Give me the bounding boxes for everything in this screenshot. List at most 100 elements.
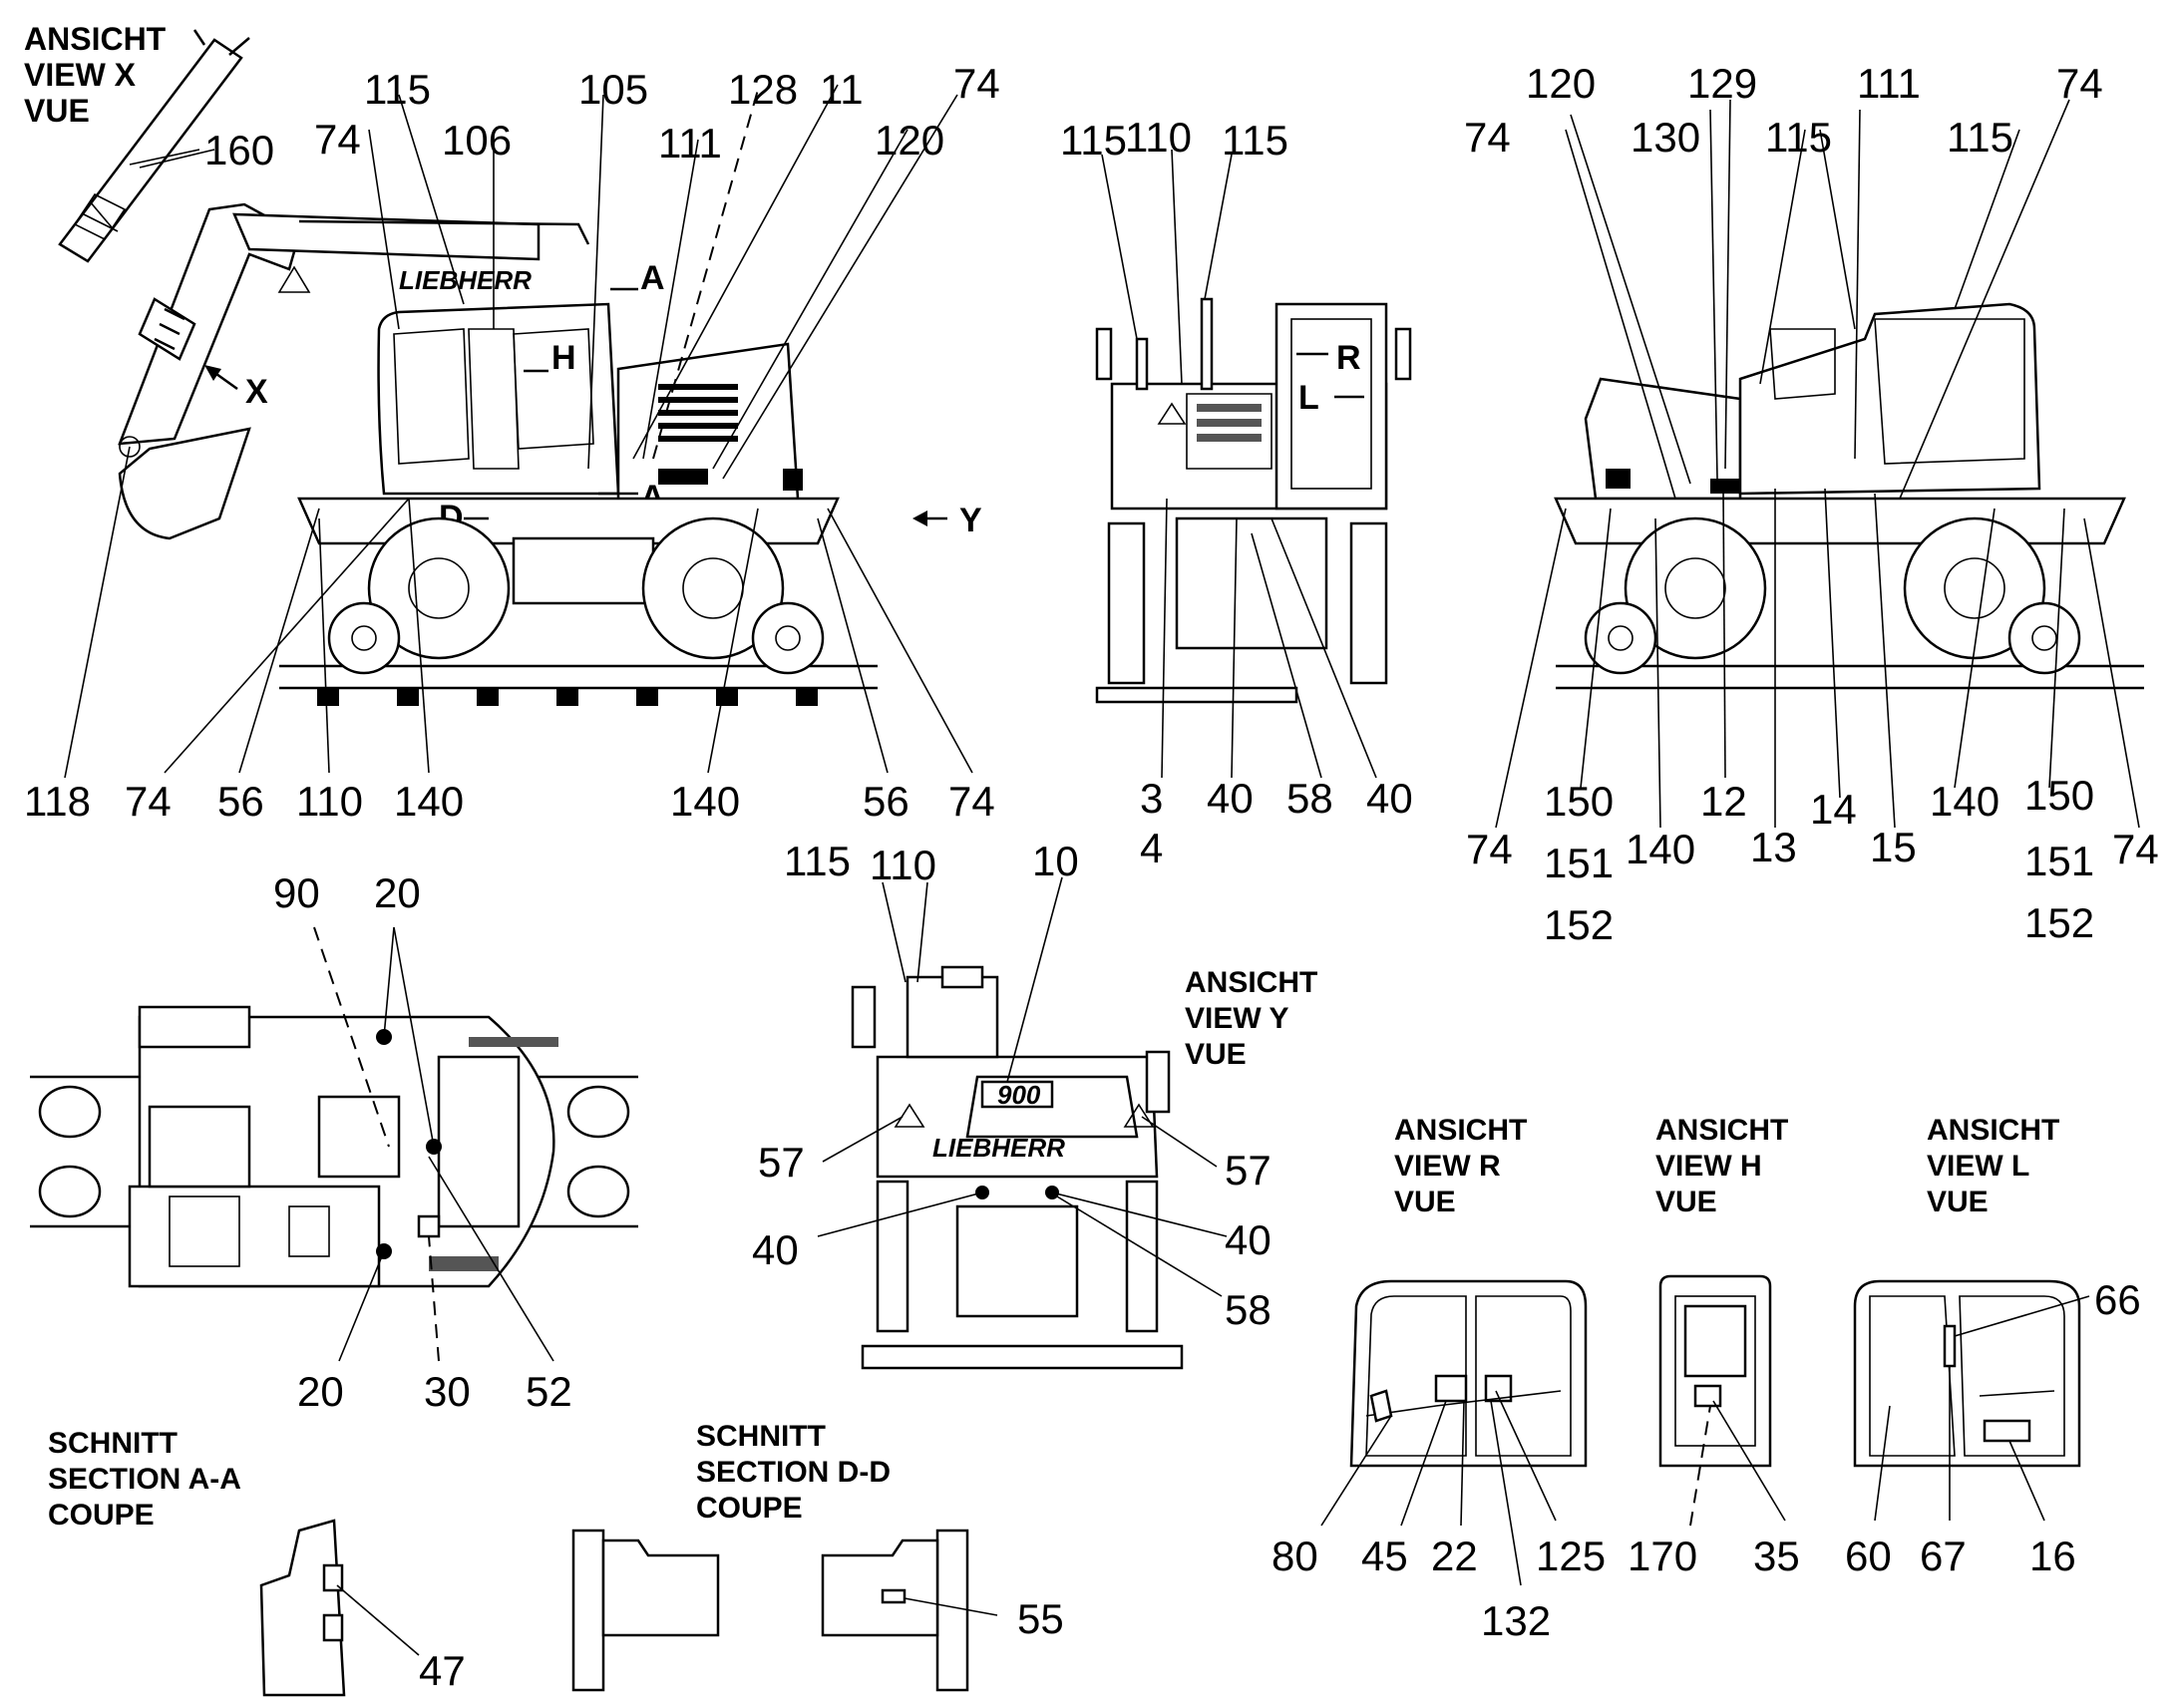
callout-152-left: 152: [1544, 901, 1614, 948]
callout-110-rear: 110: [870, 842, 936, 888]
callout-56-left: 56: [217, 778, 264, 825]
excavator-top: [30, 1005, 638, 1288]
callout-11: 11: [820, 66, 864, 113]
callout-66: 66: [2094, 1276, 2141, 1323]
section-aa-heading-line3: COUPE: [48, 1499, 155, 1532]
view-r-heading: ANSICHT VIEW R VUE: [1394, 1114, 1527, 1218]
view-y-heading-line2: VIEW Y: [1185, 1002, 1288, 1035]
callout-74-top-left: 74: [314, 116, 361, 163]
section-aa-heading: SCHNITT SECTION A-A COUPE: [48, 1427, 241, 1532]
callout-115: 115: [364, 66, 431, 113]
cab-view-r: [1349, 1279, 1588, 1468]
view-l-heading-line1: ANSICHT: [1927, 1114, 2059, 1147]
callout-40-front-right: 40: [1366, 775, 1413, 822]
marker-h: H: [551, 339, 576, 377]
marker-y: Y: [959, 502, 982, 539]
callout-129: 129: [1687, 60, 1757, 107]
callout-132: 132: [1481, 1597, 1551, 1644]
cab-h-callouts: 170 35: [1628, 1533, 1800, 1579]
callout-111-right: 111: [1857, 60, 1921, 107]
callout-106: 106: [442, 117, 512, 164]
cab-h-leaders: [1689, 1400, 1786, 1527]
section-dd-heading-line1: SCHNITT: [696, 1420, 826, 1453]
section-aa-heading-line2: SECTION A-A: [48, 1463, 241, 1496]
callout-74-bottom-right-r: 74: [2112, 826, 2159, 872]
rear-model-text: 900: [997, 1080, 1041, 1110]
cab-view-l: [1853, 1279, 2081, 1468]
front-callouts: 115 110 115 3 4 40 58 40: [1060, 114, 1413, 871]
cab-r-leaders: [1320, 1390, 1557, 1586]
callout-58-front: 58: [1286, 775, 1333, 822]
callout-3: 3: [1140, 775, 1163, 822]
callout-30: 30: [424, 1368, 471, 1415]
view-l-heading: ANSICHT VIEW L VUE: [1927, 1114, 2059, 1218]
callout-47: 47: [419, 1647, 466, 1694]
front-leaders: [1101, 149, 1377, 779]
view-h-heading-line3: VUE: [1655, 1186, 1717, 1218]
callout-74-top-right: 74: [953, 60, 1000, 107]
excavator-side-right: [1554, 302, 2144, 690]
callout-13: 13: [1750, 824, 1797, 870]
callout-60: 60: [1845, 1533, 1892, 1579]
callout-110: 110: [296, 778, 363, 825]
callout-111: 111: [658, 120, 722, 167]
callout-14: 14: [1810, 786, 1857, 833]
callout-74-top-right-r: 74: [2056, 60, 2103, 107]
section-dd-detail: [571, 1529, 998, 1692]
view-r-heading-line2: VIEW R: [1394, 1150, 1501, 1183]
callout-170: 170: [1628, 1533, 1697, 1579]
callout-55: 55: [1017, 1595, 1064, 1642]
side-right-callouts: 120 129 111 74 74 130 115 115 74 150 151…: [1464, 60, 2159, 948]
view-x-detail: [58, 29, 250, 263]
side-right-leaders: [1495, 99, 2140, 829]
view-x-heading-line3: VUE: [24, 93, 90, 129]
callout-151-left: 151: [1544, 840, 1614, 886]
callout-151-right: 151: [2024, 838, 2094, 884]
view-l-heading-line2: VIEW L: [1927, 1150, 2029, 1183]
callout-58-rear: 58: [1225, 1286, 1272, 1333]
callout-115-front-left: 115: [1060, 117, 1127, 164]
section-dd-heading-line2: SECTION D-D: [696, 1456, 891, 1489]
view-y-heading-line3: VUE: [1185, 1038, 1247, 1071]
view-r-heading-line3: VUE: [1394, 1186, 1456, 1218]
callout-74-bottom-left: 74: [125, 778, 172, 825]
callout-15: 15: [1870, 824, 1917, 870]
callout-12: 12: [1700, 778, 1747, 825]
rear-callouts: 115 110 10 57 57 40 40 58: [752, 838, 1272, 1333]
callout-115-front-right: 115: [1222, 117, 1288, 164]
cab-l-callouts: 66 60 67 16: [1845, 1276, 2141, 1579]
callout-20-bottom: 20: [297, 1368, 344, 1415]
view-h-heading: ANSICHT VIEW H VUE: [1655, 1114, 1788, 1218]
rear-leaders: [817, 876, 1228, 1297]
callout-140-left: 140: [394, 778, 464, 825]
callout-16: 16: [2029, 1533, 2076, 1579]
view-r-heading-line1: ANSICHT: [1394, 1114, 1527, 1147]
callout-150-right: 150: [2024, 772, 2094, 819]
top-leaders: [313, 926, 554, 1362]
callout-40-rear-right: 40: [1225, 1216, 1272, 1263]
callout-74-top-left-r: 74: [1464, 114, 1511, 161]
marker-x: X: [245, 373, 268, 411]
cab-r-callouts: 80 45 22 125 132: [1272, 1533, 1606, 1644]
callout-10: 10: [1032, 838, 1079, 884]
callout-150-left: 150: [1544, 778, 1614, 825]
view-h-heading-line2: VIEW H: [1655, 1150, 1762, 1183]
callout-35: 35: [1753, 1533, 1800, 1579]
callout-140-right: 140: [670, 778, 740, 825]
view-h-heading-line1: ANSICHT: [1655, 1114, 1788, 1147]
callout-115-right-b: 115: [1947, 114, 2013, 161]
excavator-rear: 900 LIEBHERR: [851, 965, 1184, 1370]
excavator-front: R L: [1095, 297, 1412, 704]
callout-52: 52: [526, 1368, 572, 1415]
side-left-callouts: 115 106 105 128 11 74 74 111 120 160 118…: [24, 60, 1000, 825]
callout-67: 67: [1920, 1533, 1967, 1579]
callout-110-front: 110: [1125, 114, 1192, 161]
section-aa-detail: [259, 1519, 420, 1697]
view-y-heading-line1: ANSICHT: [1185, 966, 1317, 999]
callout-128: 128: [728, 66, 798, 113]
callout-57-left: 57: [758, 1139, 805, 1186]
callout-125: 125: [1536, 1533, 1606, 1579]
excavator-side-left: X LIEBHERR H A A D D: [118, 89, 982, 706]
callout-45: 45: [1361, 1533, 1408, 1579]
view-x-heading: ANSICHT VIEW X VUE: [24, 21, 167, 129]
